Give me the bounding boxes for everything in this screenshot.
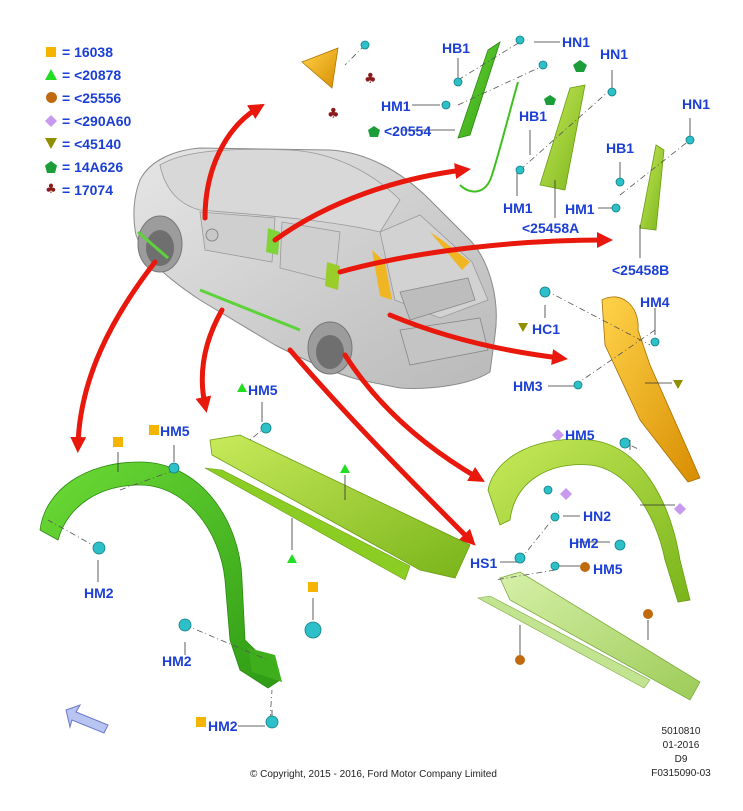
club-icon: ♣ (45, 181, 57, 197)
label-hm5: HM5 (160, 423, 190, 439)
nav-arrow-icon (65, 704, 109, 734)
legend-text: = 17074 (62, 181, 113, 198)
diamond-icon (44, 114, 58, 128)
fastener-clips (92, 35, 695, 729)
label-part-20554: <20554 (384, 123, 432, 139)
label-hs1: HS1 (470, 555, 498, 571)
label-hm2: HM2 (569, 535, 599, 551)
label-hm1: HM1 (381, 98, 411, 114)
legend-item-triangle-up: = <20878 (44, 63, 131, 86)
reference-date: 01-2016 (662, 740, 700, 751)
label-hn2: HN2 (583, 508, 612, 524)
label-hb1: HB1 (606, 140, 635, 156)
legend-item-circle: = <25556 (44, 86, 131, 109)
label-hm1: HM1 (503, 200, 533, 216)
legend-text: = <25556 (62, 89, 122, 106)
legend-item-club: ♣ = 17074 (44, 178, 131, 201)
label-hm5: HM5 (248, 382, 278, 398)
reference-code: D9 (674, 754, 688, 765)
label-part-25458a: <25458A (522, 220, 580, 236)
triangle-up-icon (44, 68, 58, 82)
figure-number: F0315090-03 (651, 768, 711, 779)
label-hm5: HM5 (593, 561, 623, 577)
callout-arrows (70, 103, 614, 546)
legend-item-diamond: = <290A60 (44, 109, 131, 132)
upper-parts (301, 41, 701, 483)
legend-text: = 14A626 (62, 158, 124, 175)
vehicle-illustration (133, 147, 497, 389)
square-icon (44, 45, 58, 59)
pentagon-icon (44, 160, 58, 174)
legend-text: = 16038 (62, 43, 113, 60)
label-hm5: HM5 (565, 427, 595, 443)
legend-text: = <290A60 (62, 112, 132, 129)
label-hm2: HM2 (208, 718, 238, 734)
svg-text:♣: ♣ (327, 106, 340, 122)
label-hb1: HB1 (519, 108, 548, 124)
label-hb1: HB1 (442, 40, 471, 56)
label-hm2: HM2 (84, 585, 114, 601)
label-hn1: HN1 (682, 96, 711, 112)
label-hm3: HM3 (513, 378, 543, 394)
legend-item-pentagon: = 14A626 (44, 155, 131, 178)
legend-item-triangle-down: = <45140 (44, 132, 131, 155)
label-hm1: HM1 (565, 201, 595, 217)
circle-icon (44, 91, 58, 105)
svg-text:♣: ♣ (364, 71, 377, 87)
label-hn1: HN1 (600, 46, 629, 62)
lower-parts (39, 434, 701, 701)
legend-item-square: = 16038 (44, 40, 131, 63)
legend-text: = <45140 (62, 135, 122, 152)
part-markers: ♣ ♣ (113, 60, 686, 727)
triangle-down-icon (44, 137, 58, 151)
label-part-25458b: <25458B (612, 262, 670, 278)
legend-text: = <20878 (62, 66, 122, 83)
legend: = 16038 = <20878 = <25556 = <290A60 = <4… (44, 40, 131, 201)
label-hm2: HM2 (162, 653, 192, 669)
reference-number: 5010810 (661, 726, 701, 737)
label-hm4: HM4 (640, 294, 670, 310)
copyright-notice: © Copyright, 2015 - 2016, Ford Motor Com… (250, 769, 497, 780)
leader-lines (47, 41, 691, 721)
label-hn1: HN1 (562, 34, 591, 50)
label-hc1: HC1 (532, 321, 561, 337)
